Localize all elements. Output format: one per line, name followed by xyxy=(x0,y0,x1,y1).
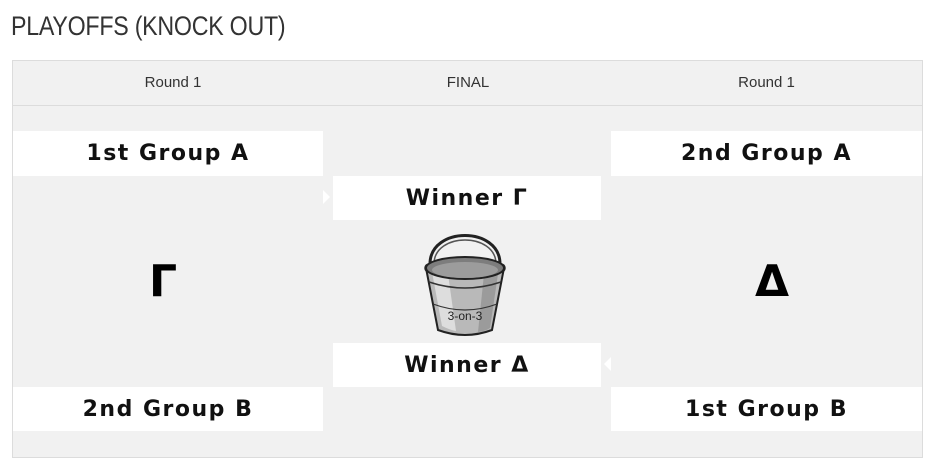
round-label-right: Round 1 xyxy=(738,74,795,91)
playoff-bracket: Round 1 FINAL Round 1 1st Group A Γ 2nd … xyxy=(12,60,923,458)
right-match-winner-symbol: Δ xyxy=(754,256,790,307)
right-match-top-team: 2nd Group A xyxy=(611,131,922,176)
bucket-label: 3-on-3 xyxy=(448,309,483,323)
right-match-winner-panel: Δ xyxy=(622,176,922,387)
left-match-top-team: 1st Group A xyxy=(13,131,323,176)
final-bottom-slot: Winner Δ xyxy=(333,343,601,387)
round-label-final: FINAL xyxy=(446,74,490,91)
page-title: PLAYOFFS (KNOCK OUT) xyxy=(11,11,286,41)
left-match-winner-panel: Γ xyxy=(13,176,313,387)
final-top-slot: Winner Γ xyxy=(333,176,601,220)
round-header-row: Round 1 FINAL Round 1 xyxy=(13,61,922,106)
left-match-winner-symbol: Γ xyxy=(148,256,178,307)
round-label-left: Round 1 xyxy=(144,74,202,91)
right-match-bottom-team: 1st Group B xyxy=(611,387,922,431)
connector-right-arrow xyxy=(604,357,611,371)
connector-left-arrow xyxy=(323,190,330,204)
bucket-icon: 3-on-3 xyxy=(424,234,506,336)
left-match-bottom-team: 2nd Group B xyxy=(13,387,323,431)
